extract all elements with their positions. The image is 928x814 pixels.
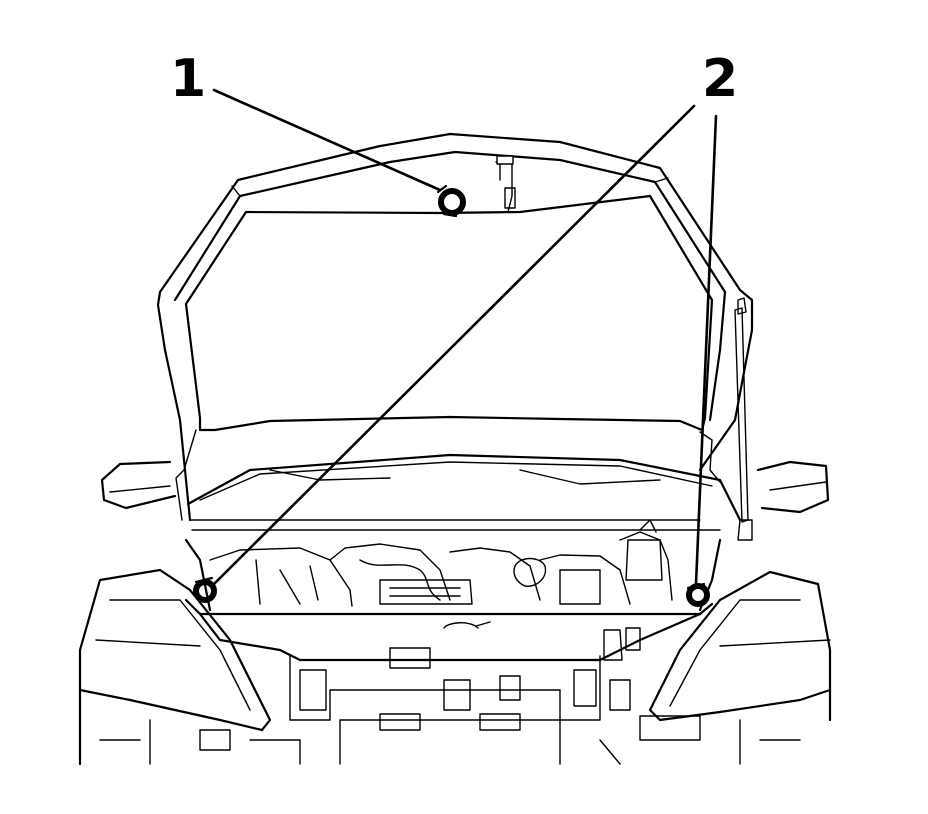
hood-support-strut (734, 297, 753, 541)
hood-bump-stop-right (686, 582, 710, 607)
right-headlight (648, 570, 832, 722)
leader-line-2a (210, 104, 696, 588)
left-headlight (78, 568, 272, 732)
right-side-mirror (756, 460, 830, 514)
callout-leaders (210, 88, 718, 588)
open-hood (156, 132, 754, 522)
callout-label-2: 2 (702, 49, 738, 109)
leader-line-1 (212, 88, 442, 192)
engine-bay (184, 519, 722, 612)
windshield-cowl (186, 453, 742, 531)
hood-latch-striker (436, 184, 466, 218)
front-body (184, 598, 714, 662)
left-side-mirror (100, 460, 177, 510)
lower-front-structure (78, 627, 832, 766)
leader-line-2b (694, 114, 718, 586)
hood-bump-stop-left (193, 576, 217, 603)
callout-label-1: 1 (170, 49, 206, 109)
